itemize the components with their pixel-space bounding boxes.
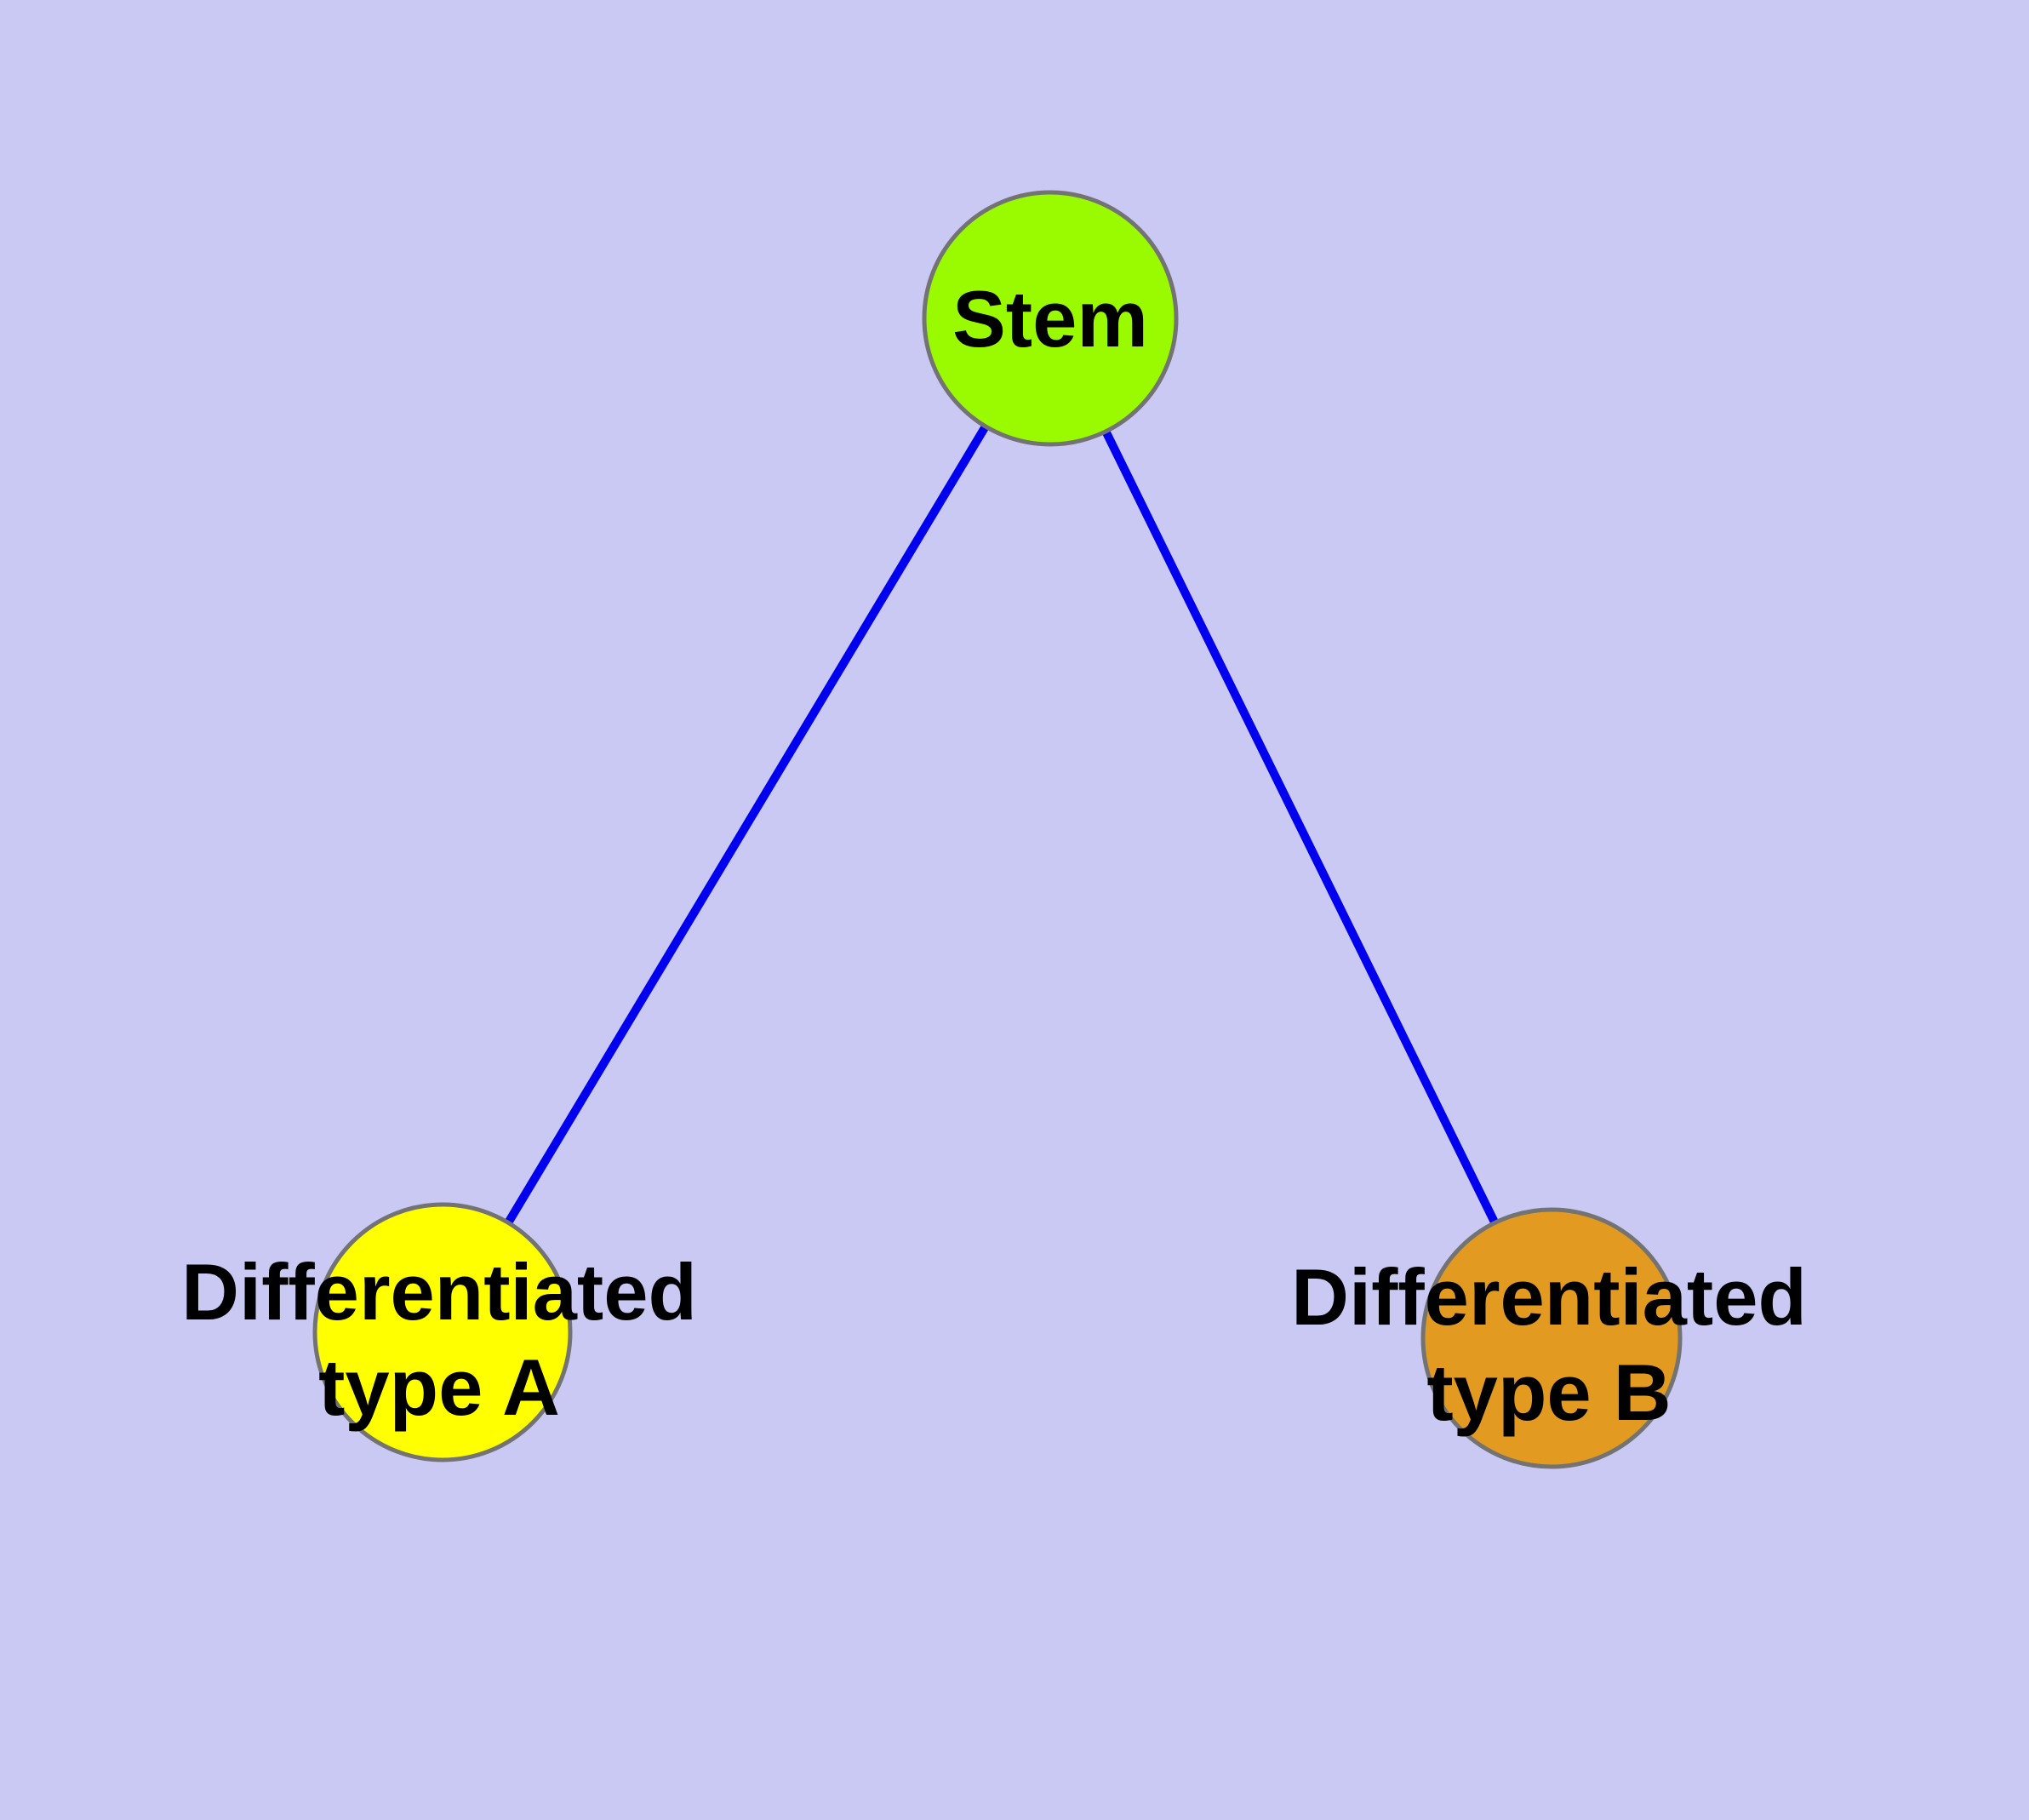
node-differentiated-type-b-circle[interactable] — [1420, 1207, 1683, 1469]
node-differentiated-type-a-label-line2: type A — [318, 1342, 560, 1432]
node-differentiated-type-a-circle[interactable] — [312, 1202, 573, 1462]
node-stem-circle[interactable] — [922, 190, 1179, 447]
node-differentiated-type-b-label-line1: Differentiated — [1291, 1252, 1807, 1342]
node-stem[interactable]: Stem — [922, 190, 1179, 447]
node-stem-label: Stem — [952, 274, 1148, 363]
node-differentiated-type-b[interactable]: Differentiated type B — [1291, 1207, 1807, 1469]
edge-stem-to-type-a — [438, 316, 1055, 1335]
edge-stem-to-type-b — [1046, 316, 1556, 1341]
node-differentiated-type-a[interactable]: Differentiated type A — [181, 1202, 697, 1462]
node-differentiated-type-b-label-line2: type B — [1426, 1348, 1671, 1437]
edges — [438, 316, 1556, 1341]
node-differentiated-type-a-label-line1: Differentiated — [181, 1247, 697, 1336]
